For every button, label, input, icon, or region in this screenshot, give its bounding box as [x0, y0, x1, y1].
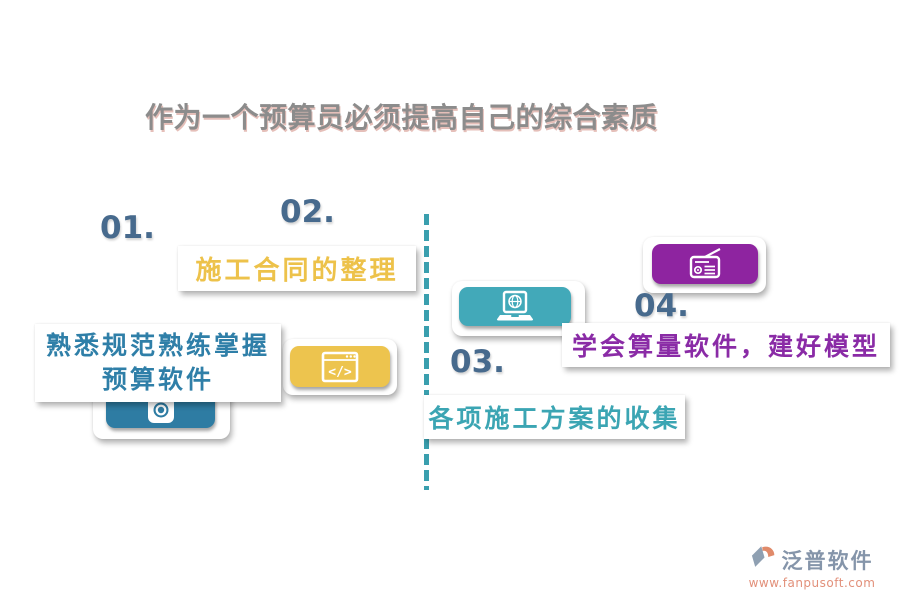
step1-label-line2: 预算软件 [101, 365, 214, 394]
step2-label: 施工合同的整理 [195, 256, 399, 286]
step2-label-box: 施工合同的整理 [178, 246, 416, 291]
step1-number: 01. [100, 210, 155, 246]
step3-number: 03. [450, 344, 505, 380]
step4-label-box: 学会算量软件，建好模型 [562, 323, 890, 367]
step4-number: 04. [634, 288, 689, 324]
step1-label-line1: 熟悉规范熟练掌握 [45, 331, 270, 361]
radio-icon [652, 244, 758, 284]
step2-number: 02. [280, 194, 335, 230]
laptop-globe-icon [459, 287, 571, 326]
brand-name: 泛普软件 [781, 548, 874, 573]
code-window-icon: </> [290, 346, 390, 387]
step3-label: 各项施工方案的收集 [428, 404, 681, 433]
page-title: 作为一个预算员必须提高自己的综合素质 [145, 101, 659, 134]
vertical-dashed-divider [424, 214, 429, 490]
step3-label-box: 各项施工方案的收集 [424, 395, 685, 439]
step4-label: 学会算量软件，建好模型 [571, 332, 880, 361]
step1-label-box: 熟悉规范熟练掌握 预算软件 [35, 324, 281, 402]
brand-logo-icon [751, 544, 779, 575]
brand-url: www.fanpusoft.com [748, 576, 876, 590]
brand-watermark: 泛普软件 www.fanpusoft.com [732, 544, 892, 590]
svg-text:</>: </> [328, 365, 352, 380]
